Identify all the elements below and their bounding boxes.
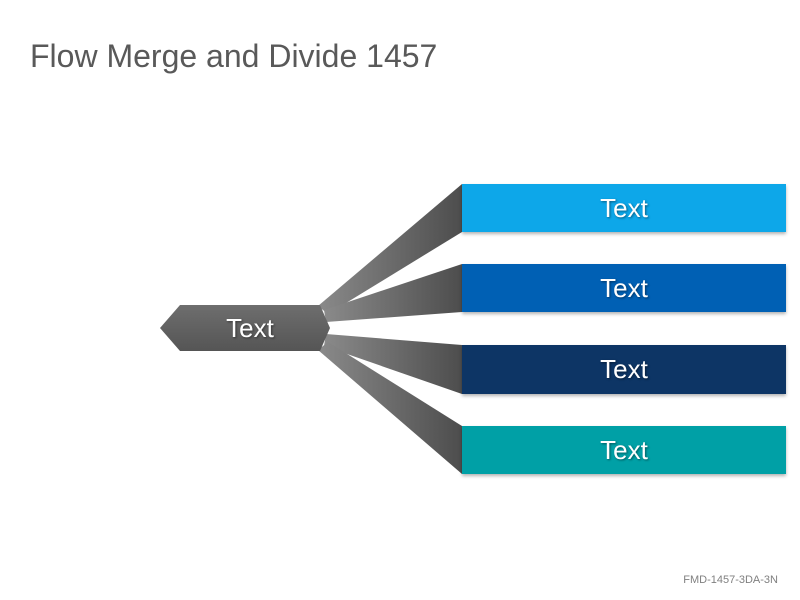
flow-branch-2 bbox=[324, 264, 462, 322]
target-bar-4 bbox=[462, 426, 786, 474]
target-bar-3 bbox=[462, 345, 786, 394]
target-bar-1 bbox=[462, 184, 786, 232]
footer-code: FMD-1457-3DA-3N bbox=[683, 574, 778, 586]
target-label-2: Text bbox=[600, 272, 648, 303]
target-label-4: Text bbox=[600, 434, 648, 465]
target-bar-2 bbox=[462, 264, 786, 312]
page-title: Flow Merge and Divide 1457 bbox=[30, 38, 438, 74]
target-label-1: Text bbox=[600, 192, 648, 223]
flow-branch-3 bbox=[324, 334, 462, 394]
source-label: Text bbox=[226, 312, 274, 343]
flow-branch-4 bbox=[318, 342, 462, 474]
source-arrow bbox=[160, 305, 330, 351]
flow-branch-1 bbox=[318, 184, 462, 314]
target-label-3: Text bbox=[600, 353, 648, 384]
